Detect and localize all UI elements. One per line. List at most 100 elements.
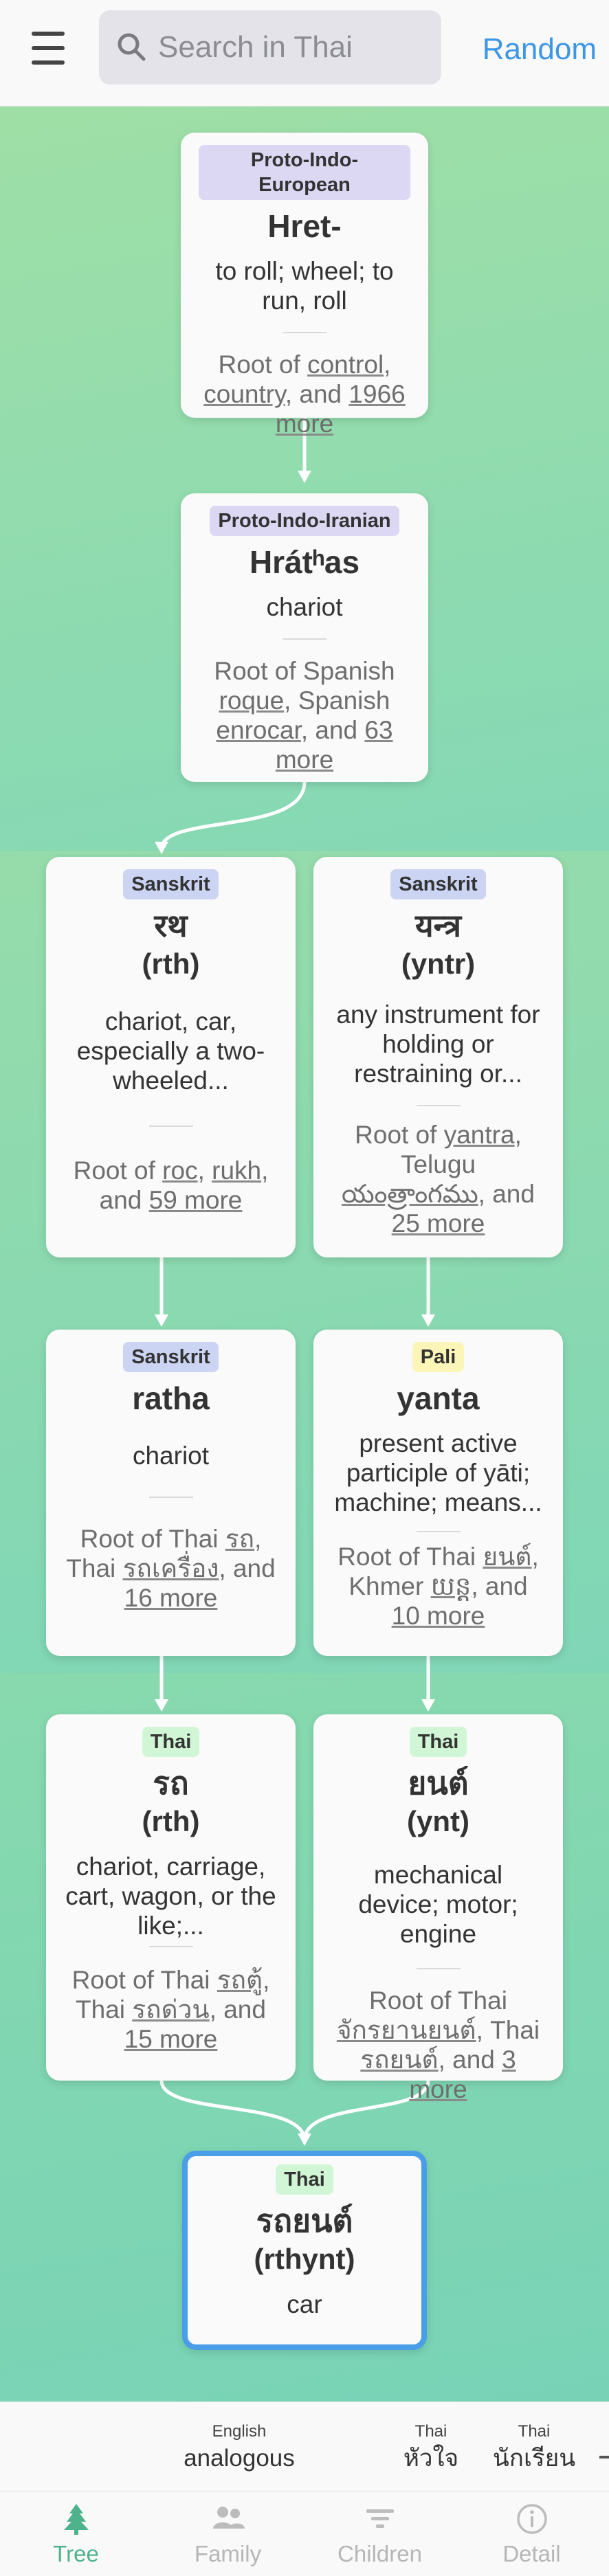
descendant-link[interactable]: ยนต์: [483, 1543, 532, 1571]
tab-tree[interactable]: Tree: [0, 2497, 152, 2574]
roots-text: Root of yantra, Telugu యంత్రాంగము, and 2…: [342, 1121, 535, 1237]
roots-text: Root of Thai รถ, Thai รถเครื่อง, and 16 …: [66, 1525, 276, 1612]
related-word-item[interactable]: Thai หัวใจ: [379, 2421, 483, 2474]
descendant-link[interactable]: యంత్రాంగము: [342, 1180, 478, 1208]
related-word: หัวใจ: [403, 2445, 459, 2472]
bottom-tab-bar: Tree Family Children Detail: [0, 2491, 609, 2576]
tab-label: Children: [337, 2541, 422, 2566]
word-transliteration: (rth): [142, 948, 200, 980]
word-title: Hrátʰas: [249, 544, 360, 580]
related-word: นักเรียน: [492, 2445, 576, 2472]
family-icon: [212, 2507, 245, 2529]
more-descendants-link[interactable]: 1966 more: [275, 380, 406, 438]
related-words-strip[interactable]: English analogous Thai หัวใจ Thai นักเรี…: [0, 2401, 609, 2491]
tab-family[interactable]: Family: [152, 2497, 304, 2574]
top-bar: Random: [0, 0, 609, 107]
tab-label: Family: [194, 2541, 262, 2566]
word-title: รถยนต์: [256, 2203, 353, 2239]
roots-text: Root of roc, rukh, and 59 more: [73, 1156, 269, 1214]
word-gloss: any instrument for holding or restrainin…: [336, 1000, 540, 1088]
more-descendants-link[interactable]: 59 more: [148, 1186, 243, 1214]
word-card-sanskrit-ratha[interactable]: Sanskrit रथ (rth) chariot, car, especial…: [46, 857, 296, 1257]
language-badge: Sanskrit: [123, 869, 219, 899]
word-title: ratha: [132, 1380, 210, 1416]
connector-arrow: [155, 1699, 168, 1712]
descendant-link[interactable]: รถเครื่อง: [122, 1554, 219, 1582]
connector-arrow: [421, 1699, 435, 1712]
descendant-link[interactable]: roque: [219, 686, 285, 715]
descendant-link[interactable]: យន្ត: [430, 1572, 472, 1600]
word-card-thai-rot[interactable]: Thai รถ (rth) chariot, carriage, cart, w…: [46, 1714, 296, 2081]
more-descendants-link[interactable]: 15 more: [124, 2025, 218, 2053]
connector-arrow: [298, 471, 311, 483]
word-title: รถ: [153, 1765, 189, 1801]
language-badge: Thai: [142, 1727, 200, 1757]
related-word-item[interactable]: English analogous: [174, 2421, 304, 2474]
connector-line: [302, 2079, 430, 2142]
roots-text: Root of Thai จักรยานยนต์, Thai รถยนต์, a…: [336, 1986, 540, 2103]
descendant-link[interactable]: รถยนต์: [360, 2046, 439, 2074]
word-transliteration: (ynt): [407, 1805, 469, 1837]
more-descendants-link[interactable]: 3 more: [409, 2046, 516, 2103]
word-gloss: chariot: [132, 1442, 210, 1470]
word-card-sanskrit-yantra[interactable]: Sanskrit यन्त्र (yntr) any instrument fo…: [313, 857, 563, 1257]
divider: [416, 1531, 461, 1532]
word-card-pali-yanta[interactable]: Pali yanta present active participle of …: [313, 1330, 563, 1656]
related-word-language: English: [212, 2422, 267, 2441]
divider: [283, 332, 326, 333]
word-card-proto-indo-iranian[interactable]: Proto-Indo-Iranian Hrátʰas chariot Root …: [181, 493, 428, 782]
connector-line: [159, 780, 307, 851]
language-badge: Proto-Indo-Iranian: [210, 506, 399, 536]
language-badge: Sanskrit: [123, 1342, 219, 1372]
word-title: ยนต์: [408, 1765, 469, 1801]
word-card-current-thai-rotyon[interactable]: Thai รถยนต์ (rthynt) car: [182, 2151, 427, 2350]
more-descendants-link[interactable]: 10 more: [391, 1602, 485, 1630]
more-descendants-link[interactable]: 25 more: [391, 1209, 485, 1237]
descendant-link[interactable]: รถด่วน: [132, 1995, 210, 2024]
tab-label: Tree: [53, 2541, 99, 2566]
connector-arrow: [421, 1314, 435, 1327]
descendant-link[interactable]: yantra: [443, 1121, 515, 1149]
related-word: analogous: [184, 2445, 295, 2472]
connector-arrow: [155, 842, 168, 854]
search-input[interactable]: [158, 27, 426, 68]
word-card-thai-yon[interactable]: Thai ยนต์ (ynt) mechanical device; motor…: [313, 1714, 563, 2103]
divider: [148, 1125, 193, 1127]
descendant-link[interactable]: enrocar: [216, 716, 301, 744]
etymology-tree[interactable]: Proto-Indo-European Hret- to roll; wheel…: [0, 107, 609, 2401]
connector-arrow: [298, 2133, 311, 2146]
descendant-link[interactable]: roc: [162, 1156, 198, 1185]
word-card-sanskrit-ratha-latin[interactable]: Sanskrit ratha chariot Root of Thai รถ, …: [46, 1330, 296, 1656]
related-word-item[interactable]: Thai นักเรียน: [483, 2421, 586, 2474]
search-bar[interactable]: [99, 10, 441, 85]
tree-connectors: [155, 416, 435, 2146]
word-title: Hret-: [267, 208, 342, 244]
info-icon: [516, 2504, 547, 2534]
language-badge: Thai: [409, 1727, 467, 1757]
divider: [416, 1105, 461, 1106]
descendant-link[interactable]: country: [203, 380, 285, 408]
children-icon: [366, 2509, 394, 2528]
more-descendants-link[interactable]: 16 more: [124, 1584, 218, 1612]
random-button[interactable]: Random: [482, 32, 597, 66]
tree-icon: [63, 2504, 89, 2535]
word-gloss: chariot: [266, 593, 343, 621]
word-card-proto-indo-european[interactable]: Proto-Indo-European Hret- to roll; wheel…: [181, 133, 428, 438]
word-gloss: to roll; wheel; to run, roll: [215, 257, 394, 315]
tab-children[interactable]: Children: [304, 2497, 456, 2574]
divider: [148, 1946, 193, 1947]
descendant-link[interactable]: รถตู้: [217, 1966, 263, 1994]
descendant-link[interactable]: control: [307, 350, 384, 379]
divider: [416, 1968, 461, 1969]
tab-detail[interactable]: Detail: [456, 2497, 608, 2574]
hamburger-menu-icon[interactable]: [27, 32, 69, 65]
descendant-link[interactable]: รถ: [225, 1525, 255, 1553]
scroll-more-indicator[interactable]: [599, 2456, 609, 2459]
descendant-link[interactable]: rukh: [212, 1156, 262, 1185]
roots-text: Root of control, country, and 1966 more: [203, 350, 406, 438]
language-badge: Thai: [276, 2164, 333, 2195]
word-title: रथ: [154, 908, 188, 943]
word-gloss: present active participle of yāti; machi…: [334, 1429, 542, 1516]
more-descendants-link[interactable]: 63 more: [275, 716, 393, 774]
descendant-link[interactable]: จักรยานยนต์: [336, 2016, 476, 2044]
